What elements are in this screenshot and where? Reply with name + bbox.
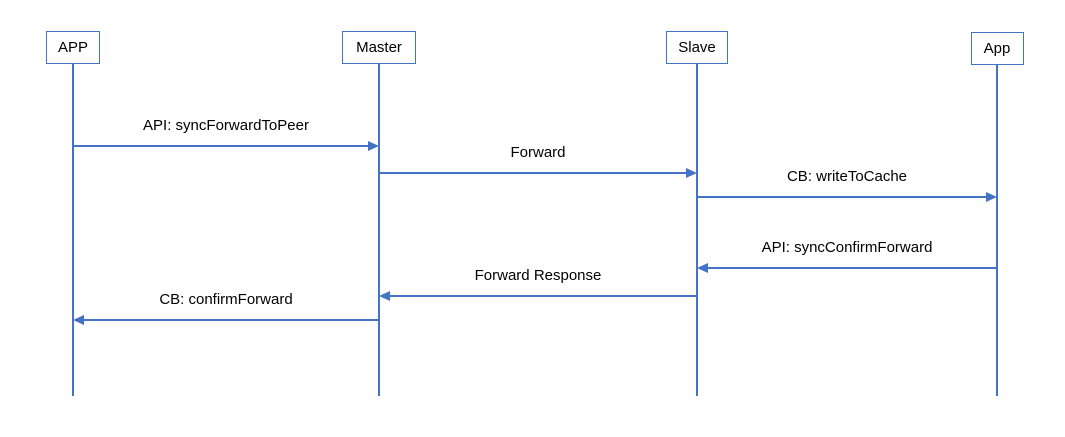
- actor-box-3-app: App: [970, 32, 1024, 65]
- actor-box-0-app: APP: [46, 31, 100, 64]
- actor-box-2-slave: Slave: [666, 31, 728, 64]
- message-arrow-line: [82, 319, 379, 321]
- arrowhead-icon: [697, 263, 708, 273]
- arrowhead-icon: [379, 291, 390, 301]
- arrowhead-icon: [986, 192, 997, 202]
- message-arrow-line: [73, 145, 370, 147]
- message-label: API: syncForwardToPeer: [143, 117, 309, 134]
- lifeline-2-slave: [696, 64, 698, 396]
- message-label: CB: confirmForward: [159, 291, 293, 308]
- actor-box-1-master: Master: [342, 31, 416, 64]
- arrowhead-icon: [73, 315, 84, 325]
- arrowhead-icon: [686, 168, 697, 178]
- message-label: Forward: [510, 144, 566, 161]
- arrowhead-icon: [368, 141, 379, 151]
- lifeline-1-master: [378, 64, 380, 396]
- actor-label: Slave: [678, 39, 716, 56]
- message-label: Forward Response: [474, 267, 602, 284]
- message-label: API: syncConfirmForward: [761, 239, 933, 256]
- message-arrow-line: [706, 267, 997, 269]
- message-label: CB: writeToCache: [786, 168, 908, 185]
- actor-label: App: [983, 40, 1011, 57]
- message-arrow-line: [379, 172, 688, 174]
- message-arrow-line: [697, 196, 988, 198]
- lifeline-3-app: [996, 65, 998, 396]
- message-arrow-line: [388, 295, 697, 297]
- lifeline-0-app: [72, 64, 74, 396]
- actor-label: APP: [57, 39, 88, 56]
- actor-label: Master: [356, 39, 402, 56]
